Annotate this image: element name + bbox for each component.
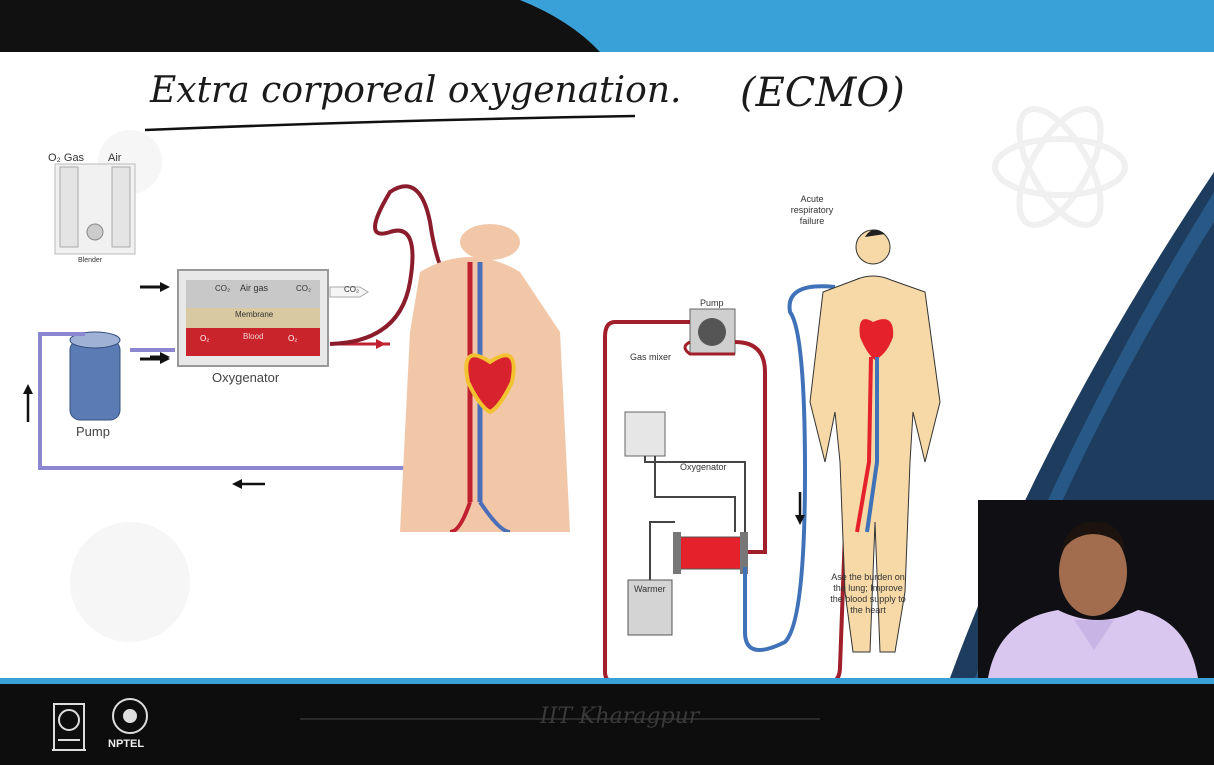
air-label: Air [108,152,121,164]
co2-left-label: CO₂ [215,284,230,293]
right-pump-label: Pump [700,298,724,308]
o2-right-label: O₂ [288,334,297,343]
membrane-label: Membrane [235,310,273,319]
slide-title: Extra corporeal oxygenation. [150,70,681,111]
burden-note: Ase the burden on the lung; Improve the … [830,572,906,616]
footer-accent-line [0,678,1214,684]
footer-bar: NPTEL IIT Kharagpur [0,678,1214,765]
warmer-label: Warmer [634,584,666,594]
nptel-text: NPTEL [108,738,144,750]
acute-failure-label: Acute respiratory failure [782,194,842,227]
blender-label: Blender [78,257,102,264]
pump-label: Pump [76,424,110,439]
slide-canvas: Extra corporeal oxygenation. (ECMO) [0,52,1214,678]
gas-mixer-label: Gas mixer [630,352,671,362]
co2-right-label: CO₂ [296,284,311,293]
right-oxygenator-label: Oxygenator [680,462,727,472]
title-abbreviation: (ECMO) [740,70,905,116]
top-banner [0,0,1214,52]
presenter-video [978,500,1214,678]
iit-logo-icon [44,694,94,756]
co2-out-label: CO₂ [344,285,359,294]
oxygenator-label: Oxygenator [212,370,279,385]
footer-watermark: IIT Kharagpur [540,704,699,729]
o2-gas-label: O₂ Gas [48,152,84,164]
o2-left-label: O₂ [200,334,209,343]
air-gas-label: Air gas [240,283,268,293]
nptel-logo-icon [108,696,152,736]
blood-label: Blood [243,332,263,341]
left-ecmo-diagram [0,112,600,532]
